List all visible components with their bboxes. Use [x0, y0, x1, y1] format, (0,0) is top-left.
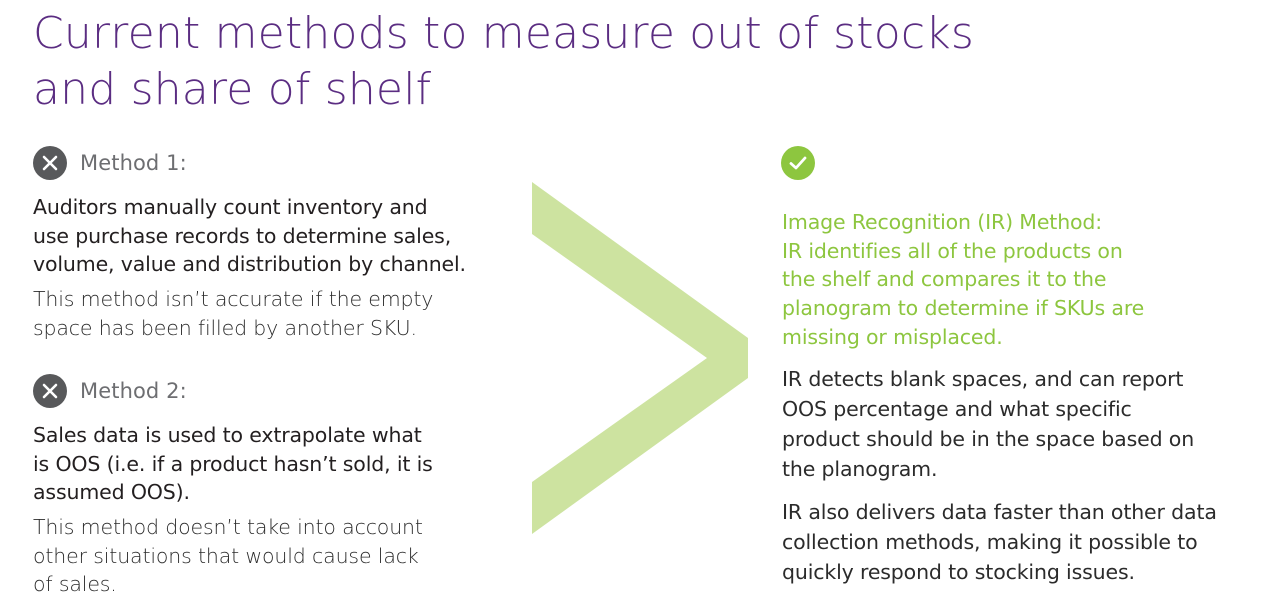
x-icon-glyph: [42, 383, 58, 399]
text-line: of sales.: [33, 572, 117, 597]
text-line: planogram to determine if SKUs are: [782, 296, 1145, 321]
text-line: IR identifies all of the products on: [782, 238, 1123, 263]
text-line: This method isn’t accurate if the empty: [33, 287, 434, 311]
text-line: assumed OOS).: [33, 480, 190, 505]
text-line: product should be in the space based on: [782, 427, 1195, 451]
text-line: Sales data is used to extrapolate what: [33, 423, 422, 447]
text-line: Auditors manually count inventory and: [33, 195, 428, 219]
check-icon-glyph: [789, 156, 807, 170]
text-line: quickly respond to stocking issues.: [782, 560, 1135, 584]
page-title-line: and share of shelf: [33, 64, 432, 115]
text-line: IR also delivers data faster than other …: [782, 500, 1217, 524]
x-icon: [33, 146, 67, 180]
method1-description: Auditors manually count inventory and us…: [33, 193, 466, 279]
method1-limitation: This method isn’t accurate if the empty …: [33, 285, 433, 342]
method2-description: Sales data is used to extrapolate what i…: [33, 421, 433, 507]
text-line: collection methods, making it possible t…: [782, 530, 1198, 554]
ir-paragraph-detection: IR detects blank spaces, and can report …: [782, 364, 1194, 484]
text-line: Image Recognition (IR) Method:: [782, 210, 1103, 234]
text-line: IR detects blank spaces, and can report: [782, 367, 1184, 391]
method2-limitation: This method doesn’t take into account ot…: [33, 513, 423, 599]
text-line: is OOS (i.e. if a product hasn’t sold, i…: [33, 451, 433, 476]
method1-label: Method 1:: [80, 151, 187, 175]
text-line: OOS percentage and what specific: [782, 397, 1132, 421]
ir-paragraph-speed: IR also delivers data faster than other …: [782, 497, 1217, 587]
text-line: volume, value and distribution by channe…: [33, 252, 466, 277]
x-icon: [33, 374, 67, 408]
method1-header: Method 1:: [33, 146, 187, 180]
text-line: other situations that would cause lack: [33, 543, 419, 568]
text-line: the shelf and compares it to the: [782, 267, 1107, 292]
ir-method-heading: Image Recognition (IR) Method: IR identi…: [782, 208, 1144, 352]
text-line: use purchase records to determine sales,: [33, 223, 452, 248]
text-line: This method doesn’t take into account: [33, 515, 423, 539]
x-icon-glyph: [42, 155, 58, 171]
check-icon: [781, 146, 815, 180]
page-title: Current methods to measure out of stocks…: [33, 6, 974, 118]
page-title-line: Current methods to measure out of stocks: [33, 8, 975, 59]
method2-label: Method 2:: [80, 379, 187, 403]
text-line: space has been filled by another SKU.: [33, 315, 417, 340]
text-line: missing or misplaced.: [782, 324, 1003, 349]
method2-header: Method 2:: [33, 374, 187, 408]
text-line: the planogram.: [782, 457, 938, 481]
